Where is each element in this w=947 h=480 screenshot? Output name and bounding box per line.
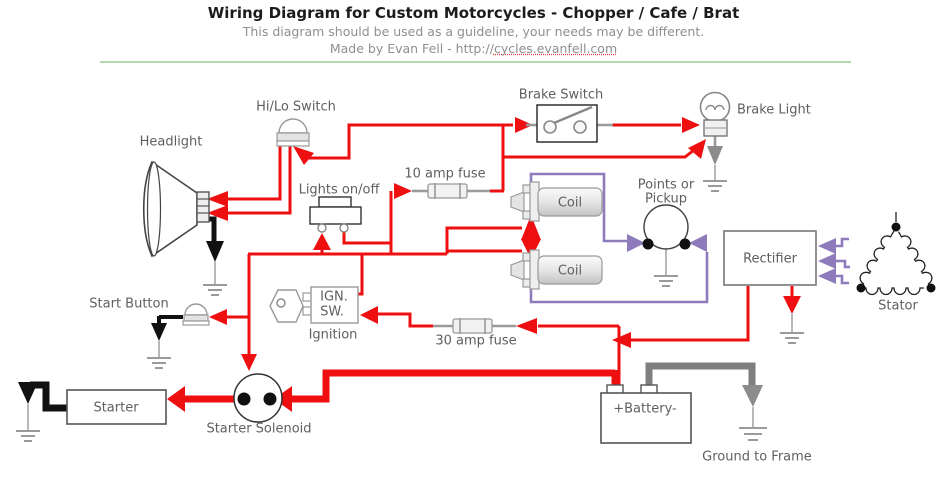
points-ground <box>653 249 679 287</box>
points-label-line1: Points or <box>638 178 695 193</box>
hilo-to-brakeswitch-wire <box>293 117 533 165</box>
byline-text: Made by Evan Fell - http:// <box>329 41 494 56</box>
headlight-ground <box>200 216 228 296</box>
starter-solenoid <box>233 373 283 423</box>
stator-label: Stator <box>878 299 918 314</box>
start-button <box>182 303 210 326</box>
byline: Made by Evan Fell - http://cycles.evanfe… <box>0 40 947 57</box>
start-button-ground <box>146 315 183 369</box>
headlight-label: Headlight <box>140 135 203 150</box>
page-subtitle: This diagram should be used as a guideli… <box>242 24 705 39</box>
ignition-coil-top <box>510 181 603 222</box>
rectifier-to-battery-wire <box>612 286 801 348</box>
ground-to-frame-label: Ground to Frame <box>702 450 812 465</box>
hi-lo-switch-label: Hi/Lo Switch <box>256 100 336 115</box>
headlight <box>142 160 210 258</box>
coil-bottom-label: Coil <box>558 264 582 279</box>
headlight-feed-wires <box>207 146 292 221</box>
battery-to-ignition-wire <box>360 306 621 386</box>
battery-label: +Battery- <box>613 402 677 417</box>
coil-top-label: Coil <box>558 196 582 211</box>
coil-feed-wires <box>445 215 541 259</box>
taillight-feed-wire <box>501 125 706 191</box>
fuse-30amp-label: 30 amp fuse <box>435 334 516 349</box>
ignition-coil-bottom <box>510 249 603 290</box>
ignition-switch <box>269 286 359 324</box>
ignition-output-bus <box>209 252 447 371</box>
ignition-label: Ignition <box>309 328 358 343</box>
rectifier-label: Rectifier <box>743 252 797 267</box>
hi-lo-switch <box>276 118 310 147</box>
brake-switch <box>526 104 613 143</box>
lights-on-off-switch <box>309 196 362 233</box>
ign-sw-text-line2: SW. <box>320 305 344 320</box>
start-button-label: Start Button <box>89 297 168 312</box>
byline-url: cycles.evanfell.com <box>493 41 618 56</box>
page-title: Wiring Diagram for Custom Motorcycles - … <box>207 4 740 22</box>
fuse-10amp <box>412 183 504 199</box>
lights-on-off-label: Lights on/off <box>299 183 381 198</box>
points-or-pickup <box>642 204 691 250</box>
lights-switch-wires <box>313 183 412 255</box>
rectifier-ground <box>779 314 805 344</box>
starter-solenoid-label: Starter Solenoid <box>206 422 311 437</box>
ign-sw-text-line1: IGN. <box>320 290 348 305</box>
battery-ground-to-frame <box>645 362 767 441</box>
brake-light-label: Brake Light <box>737 103 811 118</box>
fuse-30amp <box>433 318 516 334</box>
brakeswitch-to-brakelight-wire <box>612 117 700 133</box>
stator <box>856 212 936 296</box>
points-label-line2: Pickup <box>645 192 687 207</box>
coil-points-loop-wires <box>529 172 709 304</box>
starter-label: Starter <box>93 401 139 416</box>
fuse-10amp-label: 10 amp fuse <box>404 167 485 182</box>
battery <box>600 384 692 444</box>
starter-cable <box>167 369 619 412</box>
rectifier <box>723 230 817 286</box>
brake-switch-label: Brake Switch <box>519 88 603 103</box>
starter-ground <box>15 381 67 442</box>
stator-to-rectifier-leads <box>818 237 850 285</box>
brake-light-ground <box>702 136 728 192</box>
diagram-header: Wiring Diagram for Custom Motorcycles - … <box>0 3 947 57</box>
green-divider-line <box>100 61 851 63</box>
starter-motor <box>66 389 167 425</box>
brake-light-bulb <box>699 91 731 137</box>
